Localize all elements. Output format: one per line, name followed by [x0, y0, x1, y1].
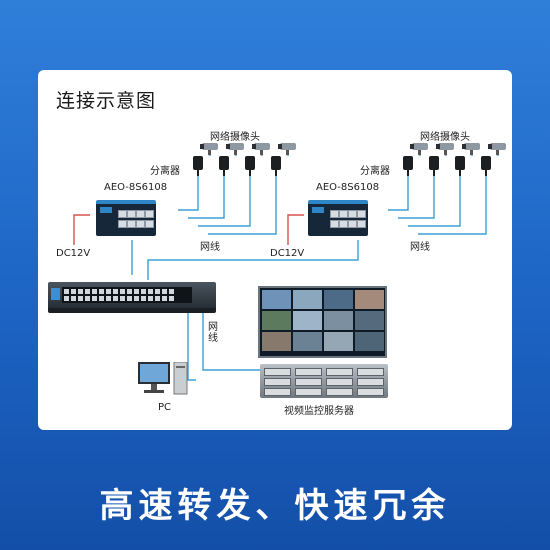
core-cable-label: 网线	[208, 322, 218, 344]
wire-right-3	[408, 168, 461, 227]
wire-right-4	[418, 168, 487, 235]
core-switch-icon	[48, 282, 216, 313]
wire-right-uplink	[147, 240, 359, 280]
poe-splitter-icon	[244, 156, 256, 176]
poe-splitter-icon	[428, 156, 440, 176]
network-wires	[73, 150, 499, 381]
diagram-card: 连接示意图	[38, 70, 512, 430]
poe-splitter-icon	[454, 156, 466, 176]
ip-camera-icon	[200, 140, 222, 155]
ip-camera-icon	[226, 140, 248, 155]
poe-splitter-icon	[270, 156, 282, 176]
wire-left-1	[178, 168, 199, 211]
wire-right-power	[287, 214, 304, 245]
right-switch-model: AEO-8S6108	[316, 182, 380, 193]
wire-left-power	[73, 214, 90, 245]
right-camera-label: 网络摄像头	[420, 132, 470, 143]
wire-right-2	[398, 168, 435, 219]
pc-label: PC	[158, 402, 172, 413]
ip-camera-icon	[410, 140, 432, 155]
diagram-title: 连接示意图	[56, 90, 157, 112]
industrial-switch-icon	[96, 200, 156, 236]
poe-splitter-icon	[480, 156, 492, 176]
left-camera-label: 网络摄像头	[210, 132, 260, 143]
ip-camera-icon	[436, 140, 458, 155]
right-power-label: DC12V	[270, 248, 305, 259]
server-label: 视频监控服务器	[284, 406, 354, 417]
wire-core-server	[202, 312, 260, 371]
wire-left-2	[188, 168, 225, 219]
poe-splitter-icon	[192, 156, 204, 176]
industrial-switch-icon	[308, 200, 368, 236]
poe-splitter-icon	[402, 156, 414, 176]
right-cable-label: 网线	[410, 242, 430, 253]
slogan-banner: 高速转发、快速冗余	[99, 486, 451, 526]
video-wall-icon	[258, 286, 387, 358]
left-cable-label: 网线	[200, 242, 220, 253]
ip-camera-icon	[462, 140, 484, 155]
ip-camera-icon	[252, 140, 274, 155]
wire-left-4	[208, 168, 277, 235]
left-switch-model: AEO-8S6108	[104, 182, 168, 193]
ip-camera-icon	[278, 140, 300, 155]
left-splitter-label: 分离器	[150, 166, 180, 177]
pc-icon	[138, 361, 188, 396]
wire-core-pc	[187, 312, 196, 381]
left-power-label: DC12V	[56, 248, 91, 259]
wire-left-3	[198, 168, 251, 227]
poe-splitter-icon	[218, 156, 230, 176]
wire-right-1	[388, 168, 409, 211]
right-splitter-label: 分离器	[360, 166, 390, 177]
rack-server-icon	[260, 364, 388, 398]
ip-camera-icon	[488, 140, 510, 155]
